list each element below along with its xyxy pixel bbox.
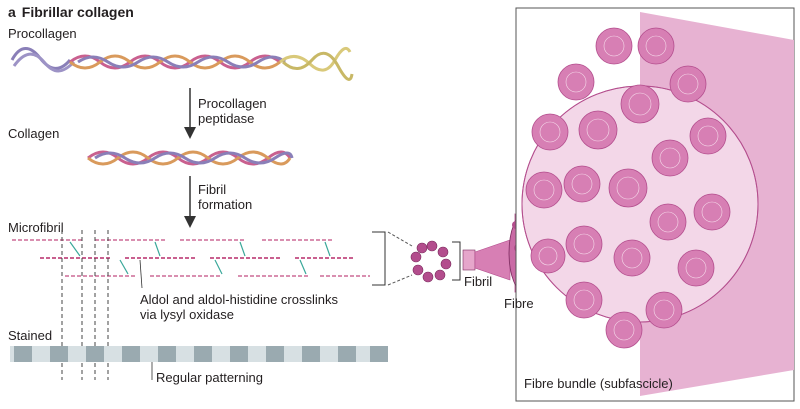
label-crosslinks-line1: Aldol and aldol-histidine crosslinks [140, 292, 338, 307]
label-fibre-bundle: Fibre bundle (subfascicle) [524, 376, 673, 391]
fibril-bracket [452, 241, 461, 281]
label-fibril-formation-line1: Fibril [198, 182, 227, 197]
label-collagen: Collagen [8, 126, 60, 141]
panel-title: a Fibrillar collagen [8, 4, 134, 20]
label-crosslinks-line2: via lysyl oxidase [140, 307, 234, 322]
microfibril-array [12, 239, 370, 289]
fibre-texture [533, 35, 723, 341]
microfibril-bracket [372, 231, 386, 286]
panel-letter: a [8, 4, 16, 20]
label-microfibril: Microfibril [8, 220, 64, 235]
label-regular-patterning: Regular patterning [156, 370, 263, 385]
label-procollagen-peptidase-line2: peptidase [198, 111, 255, 126]
label-fibril-formation-line2: formation [198, 197, 253, 212]
collagen-helix [87, 150, 294, 166]
panel-title-text: Fibrillar collagen [21, 4, 134, 20]
label-fibril: Fibril [464, 274, 493, 289]
label-fibre: Fibre [504, 296, 534, 311]
fibre-cross-sections [525, 27, 731, 349]
microfibril-cross-section [410, 240, 452, 283]
procollagen-helix [10, 46, 354, 81]
label-stained: Stained [8, 328, 53, 343]
label-procollagen-peptidase-line1: Procollagen [198, 96, 267, 111]
label-procollagen: Procollagen [8, 26, 77, 41]
stained-band [10, 346, 388, 362]
periodicity-guides [61, 230, 109, 380]
